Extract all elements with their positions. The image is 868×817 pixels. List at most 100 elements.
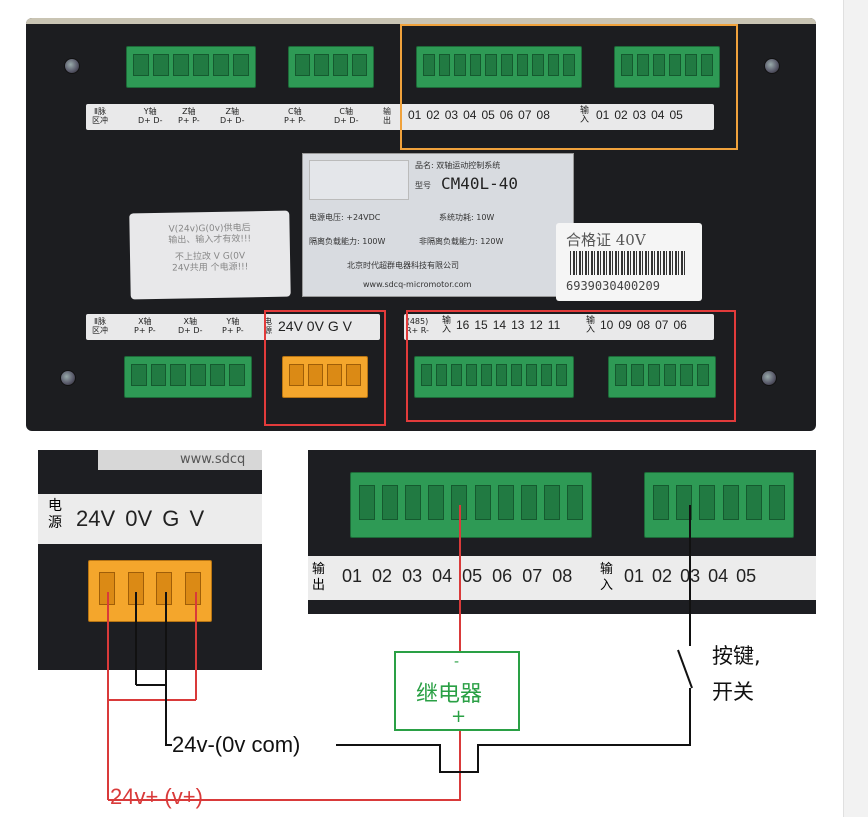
terminal-pin [209, 364, 226, 387]
terminal-pin [532, 54, 544, 77]
pin-number: 02 [426, 108, 440, 122]
screw-icon [761, 370, 777, 386]
output-label: 输出 [383, 107, 391, 125]
output-input-highlight-box [400, 24, 738, 150]
isolated-load: 隔离负载能力: 100W [309, 237, 386, 246]
pin-number: 15 [474, 318, 488, 332]
pin-number: 07 [518, 108, 532, 122]
pin-number: 09 [618, 318, 632, 332]
certificate-sticker: 合格证 40V 6939030400209 [556, 223, 702, 301]
pin-number: 04 [708, 566, 729, 586]
terminal-pin [190, 364, 206, 387]
page-side-scrollbar[interactable] [843, 0, 868, 817]
terminal-pin [615, 364, 628, 387]
closeup-header-text: www.sdcq [180, 452, 246, 467]
relay-minus: - [454, 654, 460, 670]
pin-number: 11 [547, 318, 561, 332]
input-label: 输入 [442, 316, 452, 335]
terminal-pin [133, 54, 149, 77]
pin-number: 03 [444, 108, 459, 122]
terminal-pin [173, 54, 189, 77]
power-pin-labels: 24V 0V G V [278, 318, 352, 334]
pin-number: 05 [481, 108, 495, 122]
pin-number: 01 [624, 566, 645, 586]
terminal-pin [556, 364, 567, 387]
terminal-pin [680, 364, 693, 387]
positive-wire [107, 505, 461, 801]
terminal-pin [511, 364, 522, 387]
power-terminal-large [88, 560, 212, 622]
terminal-pin [685, 54, 697, 77]
terminal-pin [481, 364, 492, 387]
terminal-pin [150, 364, 167, 387]
pin-number: 02 [614, 108, 628, 122]
terminal-pin [346, 364, 361, 387]
pin-number: 05 [736, 566, 757, 586]
terminal-pin [469, 54, 482, 77]
terminal-pin [333, 54, 348, 77]
terminal-pin [352, 54, 367, 77]
terminal-pin [436, 364, 447, 387]
model-number: CM40L-40 [441, 174, 519, 193]
terminal-pin [547, 54, 560, 77]
pin-number: 07 [522, 566, 543, 586]
terminal-pin [676, 484, 692, 520]
terminal-pin [308, 364, 323, 387]
input-highlight-box [406, 310, 736, 422]
terminal-pin [421, 364, 432, 387]
relay-plus: + [451, 706, 467, 727]
panel-top-edge [26, 18, 816, 24]
terminal-pin [428, 484, 445, 520]
terminal-pin [153, 54, 169, 77]
terminal-block-input-top [614, 46, 720, 88]
terminal-pin [722, 484, 739, 520]
relay-box [394, 651, 520, 731]
pin-number: 05 [462, 566, 483, 586]
terminal-pin [193, 54, 209, 77]
terminal-pin [521, 484, 537, 520]
terminal-pin [496, 364, 507, 387]
pin-number: 01 [342, 566, 363, 586]
terminal-pin [567, 484, 584, 520]
terminal-pin [653, 54, 665, 77]
power-label: 电源 [264, 317, 272, 335]
terminal-pin [213, 54, 229, 77]
terminal-block-input-bottom-b [608, 356, 716, 398]
terminal-pin [156, 571, 173, 605]
pin-number: 06 [499, 108, 514, 122]
terminal-pin [485, 54, 497, 77]
pin-number: 02 [652, 566, 673, 586]
pin-number: 16 [456, 318, 470, 332]
terminal-pin [696, 364, 709, 387]
input-terminal-large [644, 472, 794, 538]
screw-icon [64, 58, 80, 74]
pin-number: 08 [636, 318, 651, 332]
terminal-pin [451, 364, 462, 387]
power-label-strip: 24V 0V G V [272, 314, 380, 340]
terminal-pin [233, 54, 249, 77]
terminal-pin [381, 484, 398, 520]
relay-label: 继电器 [416, 682, 483, 707]
certificate-title: 合格证 40V [566, 231, 646, 249]
output-terminal-large [350, 472, 592, 538]
system-power: 系统功耗: 10W [439, 213, 495, 222]
terminal-pin [405, 484, 421, 520]
terminal-pin [516, 54, 529, 77]
terminal-pin [621, 54, 633, 77]
terminal-block-bottom-1 [124, 356, 252, 398]
terminal-pin [229, 364, 245, 387]
positive-label: 24v+ (v+) [110, 784, 203, 809]
